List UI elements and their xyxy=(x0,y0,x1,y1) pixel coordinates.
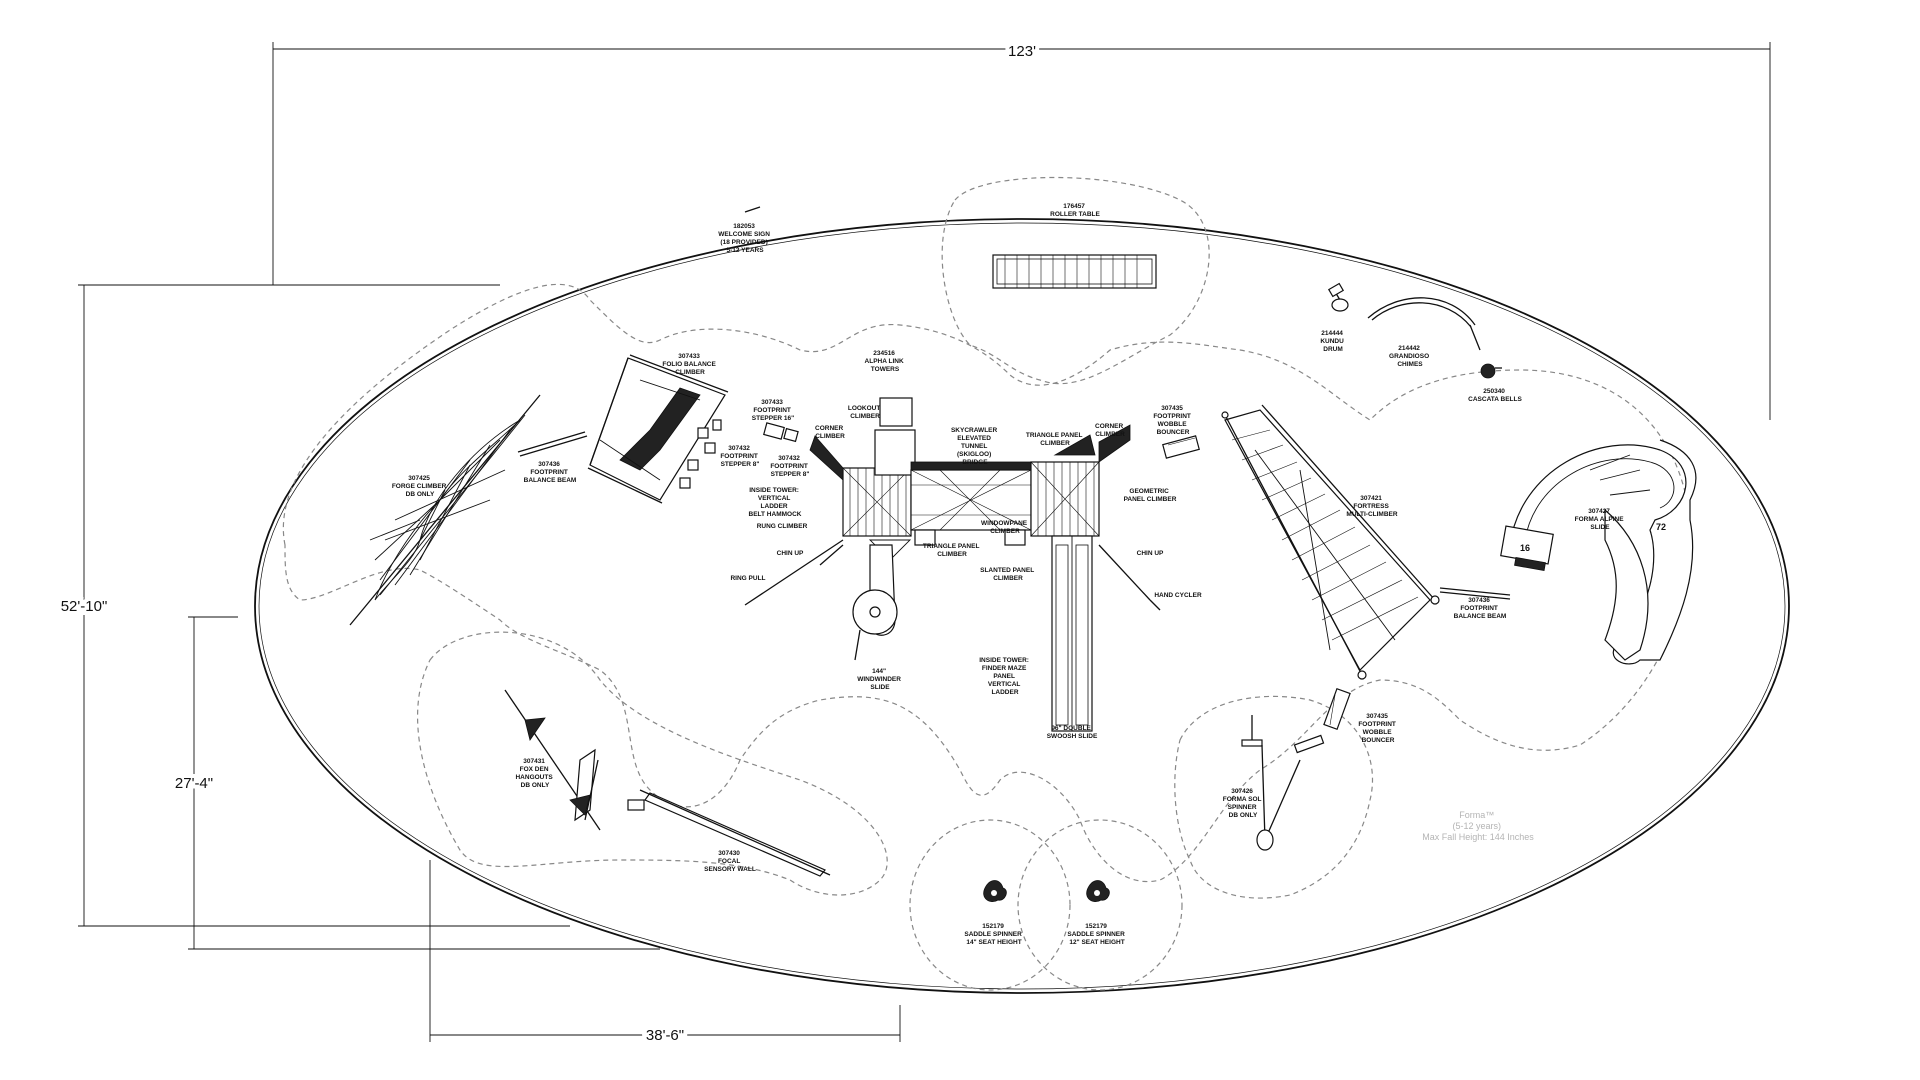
label-saddle-12: 152179 SADDLE SPINNER 12" SEAT HEIGHT xyxy=(1067,923,1126,946)
label-geometric-panel: GEOMETRIC PANEL CLIMBER xyxy=(1124,488,1177,503)
label-stepper-8a: 307432 FOOTPRINT STEPPER 8" xyxy=(720,445,759,468)
overall-width-dimension: 123' xyxy=(1008,43,1036,60)
label-grandioso-chimes: 214442 GRANDIOSO CHIMES xyxy=(1389,345,1431,368)
fox-den-hangouts xyxy=(504,689,601,831)
footprint-wobble-bouncer-bottom xyxy=(1323,687,1351,731)
label-slanted-panel: SLANTED PANEL CLIMBER xyxy=(980,567,1036,582)
label-windowpane-climber: WINDOWPANE CLIMBER xyxy=(981,520,1029,535)
kundu-drum xyxy=(1327,282,1349,312)
forma-alpine-slide: 16 72 xyxy=(1500,439,1697,665)
label-sol-spinner: 307426 FORMA SOL SPINNER DB ONLY xyxy=(1223,788,1263,819)
label-chin-up-left: CHIN UP xyxy=(777,550,804,557)
footprint-wobble-bouncer-top xyxy=(1162,435,1200,459)
inner-width-dimension: 38'-6" xyxy=(646,1027,684,1044)
label-wobble-bouncer-bottom: 307435 FOOTPRINT WOBBLE BOUNCER xyxy=(1358,713,1397,744)
label-fortress: 307421 FORTRESS MULTI-CLIMBER xyxy=(1346,495,1397,518)
label-triangle-panel-top: TRIANGLE PANEL CLIMBER xyxy=(1026,432,1084,447)
roller-table xyxy=(992,254,1157,289)
footprint-balance-beam-right xyxy=(1439,587,1511,600)
windwinder-slide xyxy=(852,544,898,661)
label-balance-beam-left: 307436 FOOTPRINT BALANCE BEAM xyxy=(524,461,577,484)
alpha-link-towers xyxy=(744,397,1161,611)
label-triangle-panel-bottom: TRIANGLE PANEL CLIMBER xyxy=(923,543,981,558)
cascata-bells xyxy=(1480,363,1502,379)
equipment-labels: 182053 WELCOME SIGN (18 PROVIDED) 5-12 Y… xyxy=(392,203,1626,946)
label-corner-climber-left: CORNER CLIMBER xyxy=(815,425,845,440)
label-folio-balance: 307433 FOLIO BALANCE CLIMBER xyxy=(662,353,717,376)
label-windwinder-slide: 144" WINDWINDER SLIDE xyxy=(857,668,903,691)
legend: Forma™ (5-12 years) Max Fall Height: 144… xyxy=(1422,810,1534,842)
welcome-sign xyxy=(744,206,761,213)
label-stepper-16: 307433 FOOTPRINT STEPPER 16" xyxy=(752,399,794,422)
label-fox-den: 307431 FOX DEN HANGOUTS DB ONLY xyxy=(515,758,554,789)
fortress-multi-climber xyxy=(1221,404,1440,680)
label-alpha-link: 234516 ALPHA LINK TOWERS xyxy=(865,350,906,373)
folio-balance-climber xyxy=(587,354,729,504)
label-saddle-14: 152179 SADDLE SPINNER 14" SEAT HEIGHT xyxy=(964,923,1023,946)
label-rung-climber: RUNG CLIMBER xyxy=(757,523,808,530)
focal-sensory-wall xyxy=(627,789,831,877)
label-roller-table: 176457 ROLLER TABLE xyxy=(1050,203,1100,218)
label-chin-up-right: CHIN UP xyxy=(1137,550,1164,557)
saddle-spinner-14 xyxy=(983,880,1007,903)
label-inside-tower-finder: INSIDE TOWER: FINDER MAZE PANEL VERTICAL… xyxy=(979,657,1031,696)
use-zones xyxy=(282,176,1691,991)
forma-sol-spinner xyxy=(1241,715,1325,851)
label-welcome-sign: 182053 WELCOME SIGN (18 PROVIDED) 5-12 Y… xyxy=(718,223,771,254)
inner-height-dimension: 27'-4" xyxy=(175,775,213,792)
label-corner-climber-right: CORNER CLIMBER xyxy=(1095,423,1125,438)
label-wobble-bouncer-top: 307435 FOOTPRINT WOBBLE BOUNCER xyxy=(1153,405,1192,436)
label-skycrawler: SKYCRAWLER ELEVATED TUNNEL (SKIGLOO) BRI… xyxy=(951,427,999,466)
label-double-swoosh: 96" DOUBLE SWOOSH SLIDE xyxy=(1047,725,1098,740)
forge-climber xyxy=(349,394,541,626)
footprint-balance-beam-left xyxy=(517,431,588,457)
label-focal-wall: 307430 FOCAL SENSORY WALL xyxy=(704,850,756,873)
label-cascata-bells: 250340 CASCATA BELLS xyxy=(1468,388,1522,403)
label-lookout-climber: LOOKOUT CLIMBER xyxy=(848,405,882,420)
saddle-spinner-12 xyxy=(1086,880,1110,903)
label-kundu-drum: 214444 KUNDU DRUM xyxy=(1320,330,1345,353)
label-forge-climber: 307425 FORGE CLIMBER DB ONLY xyxy=(392,475,448,498)
label-hand-cycler: HAND CYCLER xyxy=(1154,592,1202,599)
dimension-lines: 123' 52'-10" 27'-4" 38'-6" xyxy=(57,39,1771,1048)
alpine-slide-number-left: 16 xyxy=(1520,543,1530,553)
footprint-steppers xyxy=(679,419,799,489)
grandioso-chimes xyxy=(1367,297,1481,351)
label-inside-tower-ladder: INSIDE TOWER: VERTICAL LADDER BELT HAMMO… xyxy=(749,487,802,518)
label-alpine-slide: 307427 FORMA ALPINE SLIDE xyxy=(1575,508,1626,531)
label-stepper-8b: 307432 FOOTPRINT STEPPER 8" xyxy=(770,455,809,478)
playground-boundary xyxy=(254,218,1790,994)
label-balance-beam-right: 307436 FOOTPRINT BALANCE BEAM xyxy=(1454,597,1507,620)
playground-boundary-inner xyxy=(258,222,1786,990)
double-swoosh-slide xyxy=(1051,535,1093,732)
overall-height-dimension: 52'-10" xyxy=(61,598,108,615)
alpine-slide-number-right: 72 xyxy=(1656,522,1666,532)
label-ring-pull: RING PULL xyxy=(730,575,765,582)
